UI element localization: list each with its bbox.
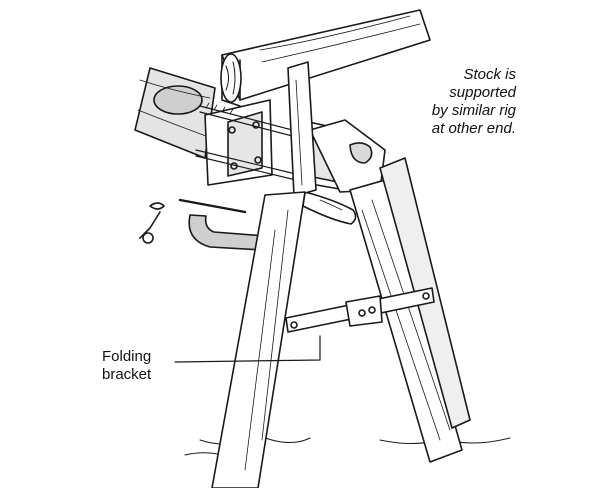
vise-handles [302, 191, 357, 225]
clamped-board [134, 67, 216, 159]
stock-support-note: Stock is supported by similar rig at oth… [396, 66, 516, 138]
vise-screws [195, 102, 301, 182]
c-clamp [139, 198, 267, 251]
front-left-leg [211, 191, 306, 488]
folding-bracket-label: Folding bracket [102, 348, 192, 384]
bracket-label-line: Folding [102, 348, 152, 365]
bracket-leader-line [174, 335, 321, 363]
bracket-label-line: bracket [102, 366, 152, 383]
stock-note-line: by similar rig [431, 102, 516, 119]
horse-top [287, 61, 386, 197]
stock-note-line: Stock is [463, 66, 516, 83]
stock-note-line: supported [449, 84, 516, 101]
folding-bracket [285, 287, 435, 333]
front-right-leg [349, 179, 463, 463]
stock-note-line: at other end. [431, 120, 516, 137]
stock-beam [220, 9, 431, 107]
